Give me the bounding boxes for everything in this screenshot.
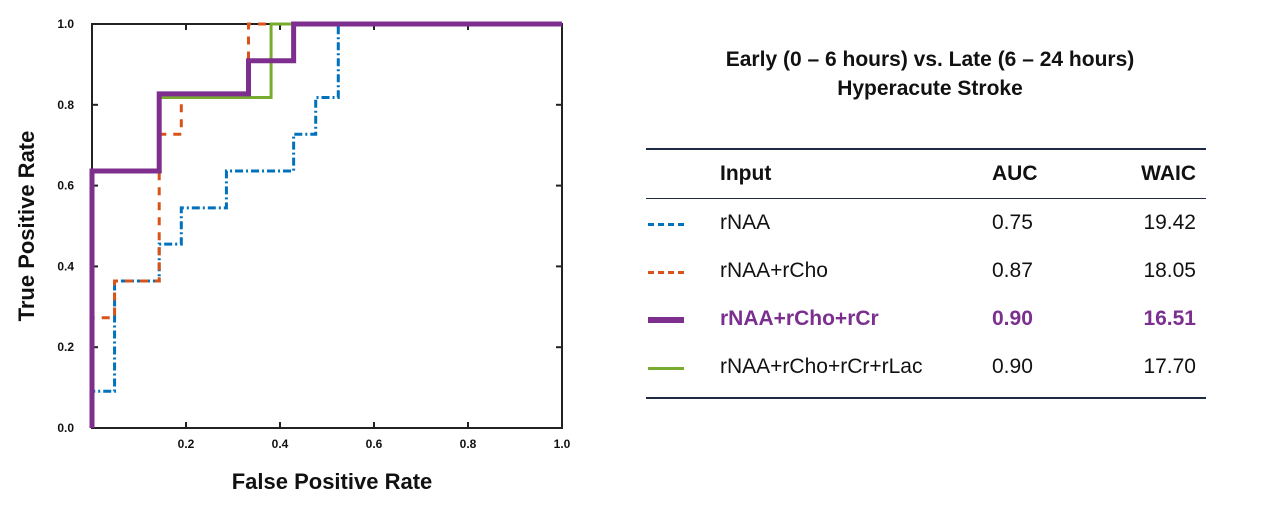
header-waic: WAIC	[1141, 162, 1196, 185]
table-row: rNAA 0.75 19.42	[646, 199, 1206, 247]
y-tick-label: 0.8	[57, 98, 74, 112]
bottom-rule	[646, 397, 1206, 399]
x-axis-label: False Positive Rate	[232, 469, 433, 494]
row-input: rNAA	[720, 211, 771, 234]
y-tick-label: 0.4	[57, 259, 74, 273]
x-tick-label: 0.2	[178, 437, 195, 451]
table-row: rNAA+rCho 0.87 18.05	[646, 247, 1206, 295]
header-rule	[646, 198, 1206, 199]
top-rule	[646, 148, 1206, 150]
x-tick-label: 0.4	[272, 437, 289, 451]
chart-title: Early (0 – 6 hours) vs. Late (6 – 24 hou…	[620, 45, 1240, 103]
legend-swatch-rnaa-rcho	[648, 271, 684, 274]
roc-curve-rnaa-rcho	[90, 22, 562, 428]
y-axis-label: True Positive Rate	[14, 131, 39, 322]
legend-swatch-rnaa-rcho-rcr-rlac	[648, 367, 684, 370]
table-header: Input AUC WAIC	[646, 150, 1206, 198]
y-tick-label: 0.6	[57, 179, 74, 193]
y-tick-label: 1.0	[57, 17, 74, 31]
row-waic: 19.42	[1143, 211, 1196, 234]
header-auc: AUC	[992, 162, 1038, 185]
header-input: Input	[720, 162, 772, 185]
row-waic: 18.05	[1143, 259, 1196, 282]
legend-table: Input AUC WAIC rNAA 0.75 19.42 rNAA+rCho…	[646, 148, 1206, 399]
x-tick-label: 0.8	[460, 437, 477, 451]
row-waic: 17.70	[1143, 355, 1196, 378]
roc-curve-rnaa	[90, 22, 562, 428]
row-input: rNAA+rCho+rCr+rLac	[720, 355, 923, 378]
roc-chart: 0.2 0.4 0.6 0.8 1.0 0.0 0.2 0.4 0.6 0.8 1.0 False …	[14, 17, 571, 494]
row-auc: 0.90	[992, 307, 1033, 330]
row-auc: 0.87	[992, 259, 1033, 282]
legend-swatch-rnaa	[648, 223, 684, 226]
y-tick-label: 0.0	[57, 421, 74, 435]
row-input: rNAA+rCho	[720, 259, 828, 282]
roc-curve-rnaa-rcho-rcr-rlac	[90, 22, 562, 428]
table-row: rNAA+rCho+rCr 0.90 16.51	[646, 295, 1206, 343]
plot-frame	[91, 23, 563, 429]
legend-swatch-rnaa-rcho-rcr	[648, 317, 684, 323]
table-row: rNAA+rCho+rCr+rLac 0.90 17.70	[646, 343, 1206, 391]
title-line: Early (0 – 6 hours) vs. Late (6 – 24 hou…	[725, 48, 1135, 71]
row-auc: 0.75	[992, 211, 1033, 234]
row-waic: 16.51	[1143, 307, 1196, 330]
roc-curve-rnaa-rcho-rcr	[89, 21, 562, 428]
row-auc: 0.90	[992, 355, 1033, 378]
x-tick-label: 0.6	[366, 437, 383, 451]
row-input: rNAA+rCho+rCr	[720, 307, 879, 330]
y-tick-label: 0.2	[57, 340, 74, 354]
x-tick-label: 1.0	[554, 437, 571, 451]
subtitle-line: Hyperacute Stroke	[837, 77, 1023, 100]
